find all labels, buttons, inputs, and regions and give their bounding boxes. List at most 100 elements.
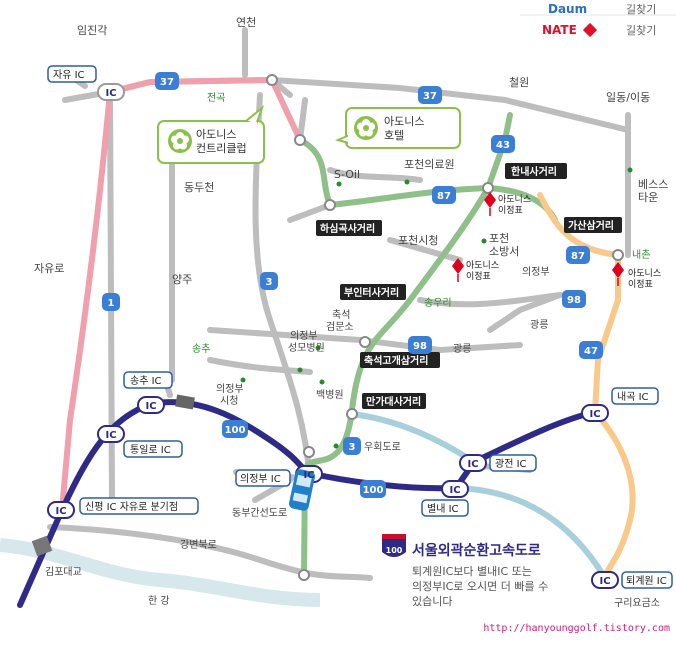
jayuro-road bbox=[59, 77, 303, 513]
route-98-shield: 98 bbox=[567, 295, 581, 306]
ic-name-tags bbox=[47, 65, 673, 589]
ic-byeollae[interactable]: 별내 IC bbox=[427, 503, 459, 515]
place-guri-toll: 구리요금소 bbox=[614, 597, 660, 609]
place-ildong: 일동/이동 bbox=[606, 90, 650, 104]
footer-url[interactable]: http://hanyounggolf.tistory.com bbox=[483, 623, 670, 634]
place-gwangneung-2: 광릉 bbox=[530, 319, 548, 331]
nate-logo[interactable]: NATE bbox=[542, 23, 577, 37]
place-pocheon-medical: 포천의료원 bbox=[404, 157, 455, 171]
ic-tongillo[interactable]: 통일로 IC bbox=[130, 444, 171, 456]
place-imjingak: 임진각 bbox=[77, 24, 107, 37]
ic-gwangjeon[interactable]: 광전 IC bbox=[495, 458, 527, 470]
route-37-shield: 37 bbox=[160, 77, 174, 88]
route-87-shield: 87 bbox=[571, 251, 585, 262]
han-river bbox=[0, 538, 321, 607]
ic-marker: IC bbox=[145, 401, 156, 412]
route-87-shield: 87 bbox=[437, 191, 451, 202]
country-club-callout[interactable] bbox=[157, 104, 265, 164]
route-100-shield: 100 bbox=[363, 485, 384, 496]
bus-icon bbox=[288, 469, 316, 511]
daum-directions-link[interactable]: 길찾기 bbox=[626, 3, 656, 16]
adonis-marker-3[interactable] bbox=[612, 262, 624, 286]
label-mankadae: 만가대사거리 bbox=[366, 395, 421, 408]
legend-note-1: 퇴계원IC보다 별내IC 또는 bbox=[412, 565, 532, 578]
route-47-shield: 47 bbox=[584, 346, 598, 357]
place-hangang: 한 강 bbox=[148, 595, 170, 607]
ic-marker: IC bbox=[467, 459, 478, 470]
place-yangju: 양주 bbox=[172, 273, 192, 286]
place-soil: S-Oil bbox=[334, 168, 360, 181]
junction-points bbox=[266, 74, 624, 581]
label-buin: 부인터사거리 bbox=[344, 286, 399, 299]
ic-marker: IC bbox=[105, 88, 116, 99]
poi-dots bbox=[240, 167, 633, 449]
route-shields bbox=[102, 72, 603, 498]
place-gimpo-bridge: 김포대교 bbox=[45, 566, 82, 578]
expressway-shield-icon bbox=[382, 534, 406, 557]
hotel-callout[interactable] bbox=[335, 107, 461, 149]
place-dongbu-road: 동부간선도로 bbox=[232, 507, 287, 519]
label-hannae: 한내사거리 bbox=[511, 165, 557, 178]
ic-sinpyeong[interactable]: 신평 IC 자유로 분기점 bbox=[85, 501, 178, 513]
ic-marker: IC bbox=[55, 506, 66, 517]
ic-naegok[interactable]: 내곡 IC bbox=[617, 391, 649, 403]
place-naechon: 내촌 bbox=[632, 249, 650, 261]
place-baek-hospital: 백병원 bbox=[316, 389, 344, 401]
place-jayuro: 자유로 bbox=[34, 262, 64, 275]
route-43-shield: 43 bbox=[496, 140, 510, 151]
label-hasimgok: 하심곡사거리 bbox=[320, 222, 375, 235]
place-uijeongbu: 의정부 bbox=[522, 266, 550, 278]
label-gasansam: 가산삼거리 bbox=[568, 219, 614, 232]
legend-note-2: 의정부IC로 오시면 더 빠를 수 bbox=[412, 580, 548, 593]
label-chukseokgogae: 축석고개삼거리 bbox=[364, 354, 428, 367]
route-3-shield: 3 bbox=[349, 442, 356, 453]
place-songchu: 송추 bbox=[192, 343, 210, 355]
ic-marker: IC bbox=[105, 430, 116, 441]
adonis-marker-2[interactable] bbox=[452, 258, 464, 282]
route-1-shield: 1 bbox=[108, 298, 115, 309]
place-gwangneung-1: 광릉 bbox=[453, 343, 471, 355]
route-3-shield: 3 bbox=[266, 277, 273, 288]
ic-toegyewon[interactable]: 퇴계원 IC bbox=[626, 575, 667, 587]
route-37-shield: 37 bbox=[423, 91, 437, 102]
toll-booth bbox=[175, 394, 195, 410]
legend-note-3: 있습니다 bbox=[412, 595, 452, 608]
place-jeongok: 전곡 bbox=[207, 92, 225, 104]
ic-marker: IC bbox=[589, 409, 600, 420]
ic-marker: IC bbox=[599, 576, 610, 587]
legend-shield-number: 100 bbox=[386, 546, 403, 555]
daum-logo[interactable]: Daum bbox=[548, 2, 587, 16]
toll-booth bbox=[31, 535, 53, 557]
ic-marker: IC bbox=[449, 485, 460, 496]
nate-logo-icon bbox=[582, 22, 598, 38]
ic-uijeongbu[interactable]: 의정부 IC bbox=[240, 473, 281, 485]
route-98-shield: 98 bbox=[413, 341, 427, 352]
place-gangbyeon: 강변북로 bbox=[180, 539, 217, 551]
ic-songchu[interactable]: 송추 IC bbox=[130, 375, 162, 387]
intersection-labels bbox=[316, 163, 622, 409]
legend-title: 서울외곽순환고속도로 bbox=[412, 542, 541, 559]
nate-directions-link[interactable]: 길찾기 bbox=[626, 24, 656, 37]
place-dongducheon: 동두천 bbox=[184, 180, 214, 194]
light-blue-roads bbox=[349, 411, 608, 581]
place-yeoncheon: 연천 bbox=[236, 15, 256, 29]
place-cheolwon: 철원 bbox=[509, 76, 529, 89]
ic-jayu[interactable]: 자유 IC bbox=[53, 69, 85, 81]
adonis-marker-1[interactable] bbox=[484, 192, 496, 216]
place-woori-road: 우회도로 bbox=[364, 441, 401, 453]
route-100-shield: 100 bbox=[225, 425, 246, 436]
place-pocheon-cityhall: 포천시청 bbox=[398, 233, 438, 247]
